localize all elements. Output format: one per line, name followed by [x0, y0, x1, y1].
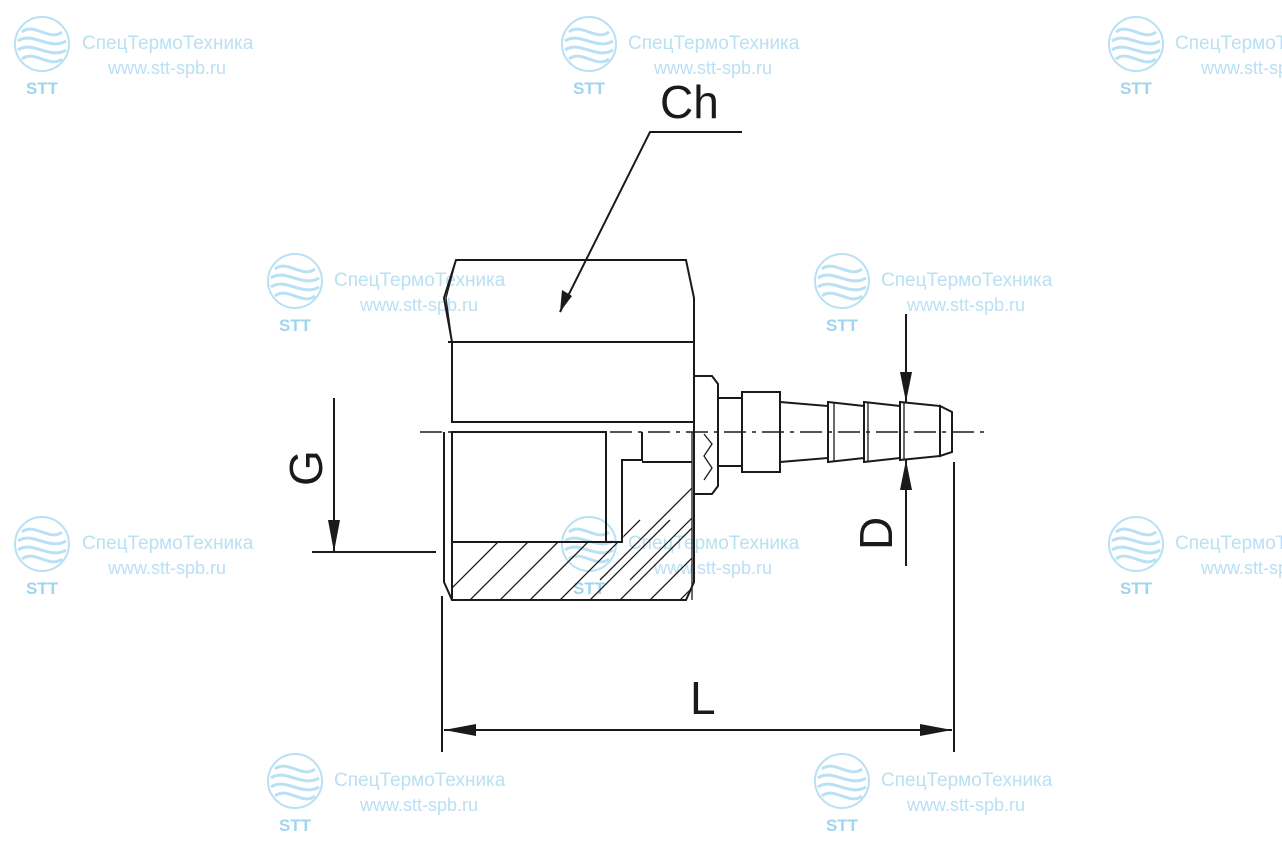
watermark-company: СпецТермоТехника: [334, 770, 506, 791]
watermark-url: www.stt-spb.ru: [906, 795, 1025, 815]
watermark: STT СпецТермоТехника www.stt-spb.ru: [560, 15, 800, 98]
watermark-url: www.stt-spb.ru: [107, 558, 226, 578]
watermark: STT СпецТермоТехника www.stt-spb.ru: [13, 515, 254, 598]
watermark: STT СпецТермоТехника www.stt-spb.ru: [266, 752, 506, 835]
watermark: STT СпецТермоТехника www.stt-spb.ru: [1107, 515, 1282, 598]
watermark: STT СпецТермоТехника www.stt-spb.ru: [13, 15, 254, 98]
stt-logo-icon: [266, 252, 324, 310]
watermark: STT СпецТермоТехника www.stt-spb.ru: [266, 252, 506, 335]
watermark-company: СпецТермоТехника: [82, 33, 254, 54]
stt-logo-icon: [266, 752, 324, 810]
collar: [693, 375, 719, 495]
watermark-logo-text: STT: [1120, 579, 1153, 598]
stt-logo-icon: [1107, 515, 1165, 573]
dimension-g-label: G: [280, 450, 332, 486]
hex-nut-section: [443, 431, 695, 601]
watermarks: STT СпецТермоТехника www.stt-spb.ru STT …: [13, 15, 1282, 835]
stt-logo-icon: [13, 15, 71, 73]
stt-logo-icon: [813, 752, 871, 810]
dimension-d: D: [850, 314, 912, 566]
watermark: STT СпецТермоТехника www.stt-spb.ru: [1107, 15, 1282, 98]
watermark-logo-text: STT: [573, 79, 606, 98]
watermark-logo-text: STT: [826, 316, 859, 335]
section-hatching: [452, 462, 692, 600]
dimension-ch: Ch: [559, 76, 742, 313]
watermark: STT СпецТермоТехника www.stt-spb.ru: [813, 752, 1053, 835]
watermark-company: СпецТермоТехника: [1175, 533, 1282, 554]
stt-logo-icon: [1107, 15, 1165, 73]
watermark-company: СпецТермоТехника: [628, 33, 800, 54]
watermark-url: www.stt-spb.ru: [906, 295, 1025, 315]
watermark-logo-text: STT: [1120, 79, 1153, 98]
hex-nut-upper: [442, 259, 695, 423]
watermark-url: www.stt-spb.ru: [653, 58, 772, 78]
watermark-company: СпецТермоТехника: [334, 270, 506, 291]
watermark-url: www.stt-spb.ru: [653, 558, 772, 578]
stt-logo-icon: [560, 15, 618, 73]
dimension-ch-label: Ch: [660, 76, 719, 128]
watermark-logo-text: STT: [279, 816, 312, 835]
watermark: STT СпецТермоТехника www.stt-spb.ru: [813, 252, 1053, 335]
dimension-g: G: [280, 398, 436, 553]
stt-logo-icon: [13, 515, 71, 573]
watermark-url: www.stt-spb.ru: [1200, 58, 1282, 78]
watermark-url: www.stt-spb.ru: [1200, 558, 1282, 578]
dimension-l: L: [441, 462, 955, 752]
thread-bore: [451, 431, 607, 543]
watermark-company: СпецТермоТехника: [1175, 33, 1282, 54]
watermark-url: www.stt-spb.ru: [107, 58, 226, 78]
hose-barb: [703, 391, 953, 481]
fitting-drawing: [420, 259, 990, 601]
watermark-logo-text: STT: [279, 316, 312, 335]
watermark-logo-text: STT: [26, 579, 59, 598]
watermark-logo-text: STT: [26, 79, 59, 98]
dimension-l-label: L: [690, 672, 716, 724]
watermark-company: СпецТермоТехника: [881, 770, 1053, 791]
watermark-logo-text: STT: [826, 816, 859, 835]
watermark-url: www.stt-spb.ru: [359, 795, 478, 815]
watermark-company: СпецТермоТехника: [881, 270, 1053, 291]
watermark-url: www.stt-spb.ru: [359, 295, 478, 315]
watermark-company: СпецТермоТехника: [82, 533, 254, 554]
stt-logo-icon: [813, 252, 871, 310]
stt-logo-icon: [560, 515, 618, 573]
dimension-d-label: D: [850, 517, 902, 550]
